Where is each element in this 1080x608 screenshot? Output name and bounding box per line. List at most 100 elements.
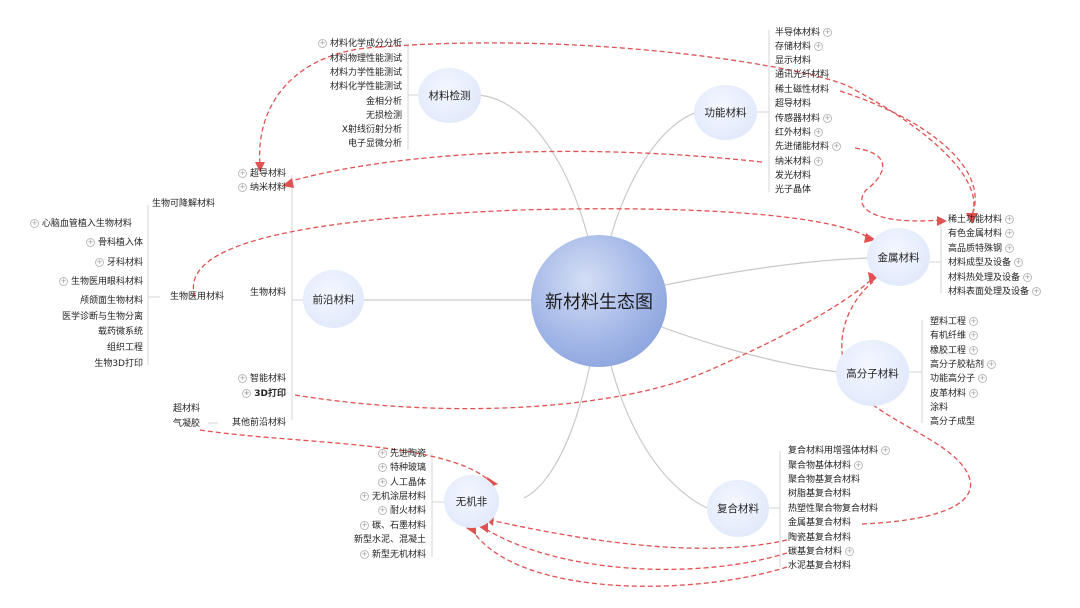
testing-item[interactable]: 材料化学性能测试 [330,82,402,93]
inorganic-item[interactable]: + 耐火材料 [378,506,426,517]
inorganic-item[interactable]: + 人工晶体 [378,478,426,489]
branch-testing[interactable]: 材料检测 [418,68,481,123]
functional-item[interactable]: 超导材料 [775,99,811,110]
functional-item[interactable]: 传感器材料 + [775,114,832,125]
polymer-item[interactable]: 塑料工程 + [930,317,978,328]
expand-icon[interactable]: + [968,346,978,355]
composite-item[interactable]: 树脂基复合材料 [788,489,851,500]
frontier-item[interactable]: + 超导材料 [238,169,286,180]
expand-icon[interactable]: + [968,389,978,398]
expand-icon[interactable]: + [822,28,832,37]
expand-icon[interactable]: + [986,360,996,369]
expand-icon[interactable]: + [880,446,890,455]
expand-icon[interactable]: + [1004,229,1014,238]
testing-item[interactable]: 材料物理性能测试 [330,54,402,65]
other-item[interactable]: 超材料 [173,404,200,415]
expand-icon[interactable]: + [822,114,832,123]
bio-item[interactable]: 生物3D打印 [94,359,143,370]
expand-icon[interactable]: + [238,374,248,383]
polymer-item[interactable]: 功能高分子 + [930,374,987,385]
expand-icon[interactable]: + [853,461,863,470]
branch-polymer[interactable]: 高分子材料 [836,340,909,406]
inorganic-item[interactable]: + 先进陶瓷 [378,449,426,460]
metal-item[interactable]: 材料热处理及设备 + [948,273,1032,284]
composite-item[interactable]: 聚合物基体材料 + [788,461,863,472]
testing-item[interactable]: 无损检测 [366,111,402,122]
composite-item[interactable]: 聚合物基复合材料 [788,475,860,486]
functional-item[interactable]: 稀土磁性材料 [775,85,829,96]
expand-icon[interactable]: + [238,169,248,178]
composite-item[interactable]: 陶瓷基复合材料 [788,533,851,544]
central-node[interactable]: 新材料生态图 [531,235,667,367]
bio-item[interactable]: 医学诊断与生物分离 [62,312,143,323]
inorganic-item[interactable]: + 碳、石墨材料 [360,521,426,532]
expand-icon[interactable]: + [378,449,388,458]
frontier-item[interactable]: + 3D打印 [242,389,286,400]
testing-item[interactable]: 材料力学性能测试 [330,68,402,79]
expand-icon[interactable]: + [1004,244,1014,253]
metal-item[interactable]: 材料成型及设备 + [948,258,1023,269]
metal-item[interactable]: 稀土功能材料 + [948,215,1014,226]
functional-item[interactable]: 发光材料 [775,171,811,182]
inorganic-item[interactable]: + 特种玻璃 [378,463,426,474]
expand-icon[interactable]: + [813,42,823,51]
inorganic-item[interactable]: + 新型无机材料 [360,550,426,561]
polymer-item[interactable]: 皮革材料 + [930,389,978,400]
expand-icon[interactable]: + [1004,215,1014,224]
inorganic-item[interactable]: 新型水泥、混凝土 [354,535,426,546]
expand-icon[interactable]: + [813,128,823,137]
metal-item[interactable]: 高品质特殊钢 + [948,244,1014,255]
frontier-item[interactable]: + 纳米材料 [238,183,286,194]
expand-icon[interactable]: + [378,506,388,515]
expand-icon[interactable]: + [1022,273,1032,282]
bio-item[interactable]: + 骨科植入体 [86,238,143,249]
branch-inorganic[interactable]: 无机非 [444,475,499,528]
expand-icon[interactable]: + [86,238,96,247]
functional-item[interactable]: 显示材料 [775,56,811,67]
polymer-item[interactable]: 高分子成型 [930,417,975,428]
functional-item[interactable]: 纳米材料 + [775,157,823,168]
polymer-item[interactable]: 橡胶工程 + [930,346,978,357]
expand-icon[interactable]: + [1031,287,1041,296]
functional-item[interactable]: 红外材料 + [775,128,823,139]
branch-composite[interactable]: 复合材料 [707,480,769,537]
bio-item[interactable]: + 心脑血管植入生物材料 [30,219,132,230]
functional-item[interactable]: 光子晶体 [775,185,811,196]
composite-item[interactable]: 金属基复合材料 [788,518,851,529]
composite-item[interactable]: 水泥基复合材料 [788,561,851,572]
branch-metal[interactable]: 金属材料 [867,228,930,286]
expand-icon[interactable]: + [238,183,248,192]
testing-item[interactable]: 电子显微分析 [348,139,402,150]
frontier-item[interactable]: + 智能材料 [238,374,286,385]
expand-icon[interactable]: + [968,331,978,340]
composite-item[interactable]: 热塑性聚合物复合材料 [788,504,878,515]
expand-icon[interactable]: + [360,550,370,559]
other-item[interactable]: 气凝胶 [173,419,200,430]
bio-medical-node[interactable]: 生物医用材料 [170,292,224,303]
expand-icon[interactable]: + [813,157,823,166]
composite-item[interactable]: 复合材料用增强体材料 + [788,446,890,457]
branch-frontier[interactable]: 前沿材料 [303,270,364,328]
expand-icon[interactable]: + [59,277,69,286]
expand-icon[interactable]: + [968,317,978,326]
bio-item[interactable]: 组织工程 [107,343,143,354]
expand-icon[interactable]: + [360,492,370,501]
frontier-other[interactable]: 其他前沿材料 [232,418,286,429]
bio-item[interactable]: 生物可降解材料 [152,199,215,210]
testing-item[interactable]: + 材料化学成分分析 [318,39,402,50]
expand-icon[interactable]: + [1013,258,1023,267]
metal-item[interactable]: 有色金属材料 + [948,229,1014,240]
bio-item[interactable]: + 生物医用眼科材料 [59,277,143,288]
expand-icon[interactable]: + [378,463,388,472]
frontier-bio[interactable]: 生物材料 [250,288,286,299]
testing-item[interactable]: X射线衍射分析 [342,125,402,136]
testing-item[interactable]: 金相分析 [366,97,402,108]
expand-icon[interactable]: + [242,389,252,398]
functional-item[interactable]: 先进储能材料 + [775,142,841,153]
bio-item[interactable]: 颅颌面生物材料 [80,296,143,307]
expand-icon[interactable]: + [95,258,105,267]
polymer-item[interactable]: 有机纤维 + [930,331,978,342]
expand-icon[interactable]: + [360,521,370,530]
polymer-item[interactable]: 高分子胶粘剂 + [930,360,996,371]
inorganic-item[interactable]: + 无机涂层材料 [360,492,426,503]
